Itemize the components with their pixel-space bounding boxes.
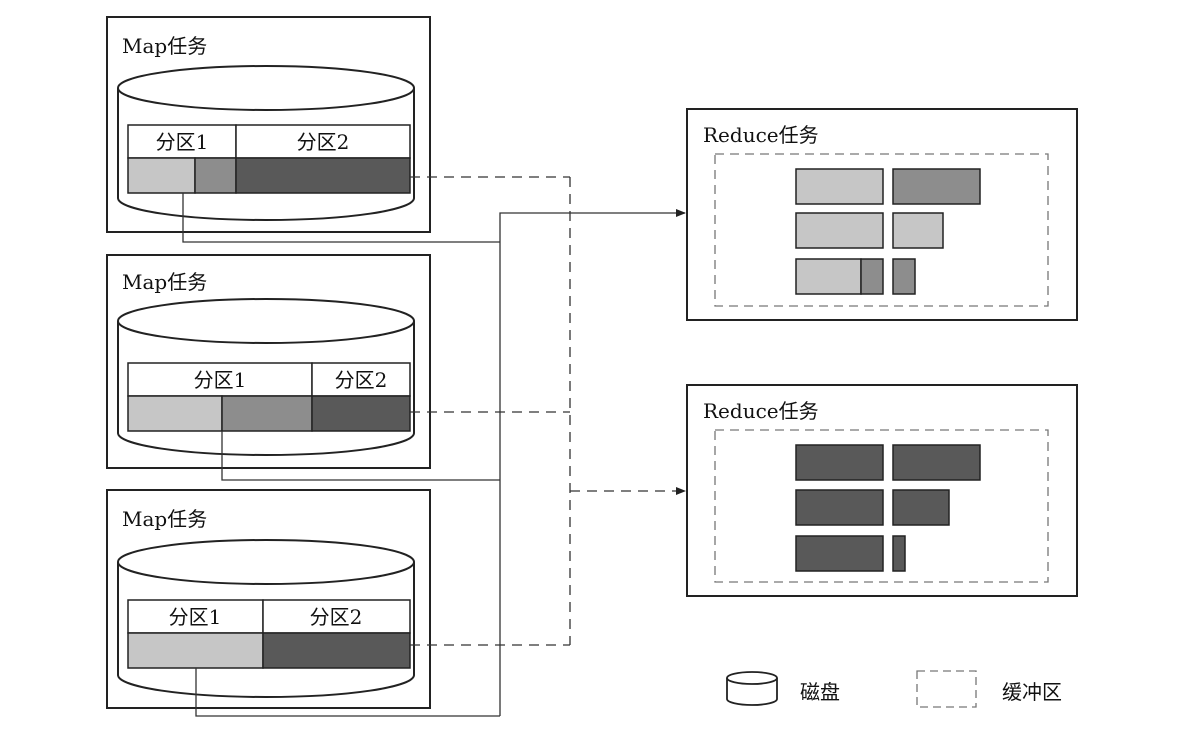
reduce-2-block [892,444,981,481]
map-task-1-p1-block-medium [194,157,237,194]
reduce-2-block [795,535,884,572]
map-task-3-p1-block-light [127,632,264,669]
map-task-2-partition-2-header [311,362,411,397]
reduce-task-1-buffer [714,153,1049,307]
map-task-1-partition-2-label: 分区2 [297,130,350,154]
map-task-3-p2-block-dark [262,632,411,669]
map-task-3-title: Map任务 [122,507,207,531]
reduce-1-block [795,212,884,249]
reduce-task-1: Reduce任务 [686,108,1078,321]
reduce-task-1-title: Reduce任务 [703,123,819,147]
map-task-1-p1-block-light [127,157,196,194]
map-task-1-title: Map任务 [122,34,207,58]
reduce-1-block [892,168,981,205]
reduce-2-block [892,535,906,572]
legend: 磁盘 缓冲区 [726,670,1062,708]
reduce-1-block [795,168,884,205]
map-task-3-partition-2-label: 分区2 [310,605,363,629]
reduce-1-block [892,212,944,249]
flow-line-map3-p1 [195,668,500,717]
map-task-2-partition-1-header [127,362,313,397]
map-task-2: Map任务 分区1 分区2 [106,254,431,469]
reduce-task-2: Reduce任务 [686,384,1078,597]
map-task-2-p2-block-dark [311,395,411,432]
map-task-2-partition-2-label: 分区2 [335,368,388,392]
partition-2-flow-lines [410,176,686,646]
reduce-2-block [795,489,884,526]
buffer-legend-icon [916,670,977,708]
map-task-2-p1-block-medium [221,395,313,432]
map-task-1-p2-block-dark [235,157,411,194]
map-task-3-partition-1-label: 分区1 [169,605,222,629]
flow-line-to-reduce-1 [499,209,686,716]
reduce-1-block [860,258,884,295]
map-task-1-partition-2-header [235,124,411,159]
reduce-1-block [892,258,916,295]
reduce-task-2-buffer [714,429,1049,583]
map-task-1: Map任务 分区1 分区2 [106,16,431,233]
map-task-1-partition-1-label: 分区1 [156,130,209,154]
flow-line-map1-p1 [182,193,500,243]
map-task-2-title: Map任务 [122,270,207,294]
map-task-3-partition-1-header [127,599,264,634]
reduce-1-block [795,258,862,295]
reduce-2-block [795,444,884,481]
legend-buffer-label: 缓冲区 [1002,680,1062,704]
map-task-3-partition-2-header [262,599,411,634]
flow-line-map2-p1 [221,431,500,481]
reduce-2-block [892,489,950,526]
map-task-2-partition-1-label: 分区1 [194,368,247,392]
disk-icon [726,671,778,706]
reduce-task-2-title: Reduce任务 [703,399,819,423]
map-task-2-p1-block-light [127,395,223,432]
partition-1-flow-lines [182,193,686,717]
map-task-3: Map任务 分区1 分区2 [106,489,431,709]
legend-disk-label: 磁盘 [800,680,840,704]
